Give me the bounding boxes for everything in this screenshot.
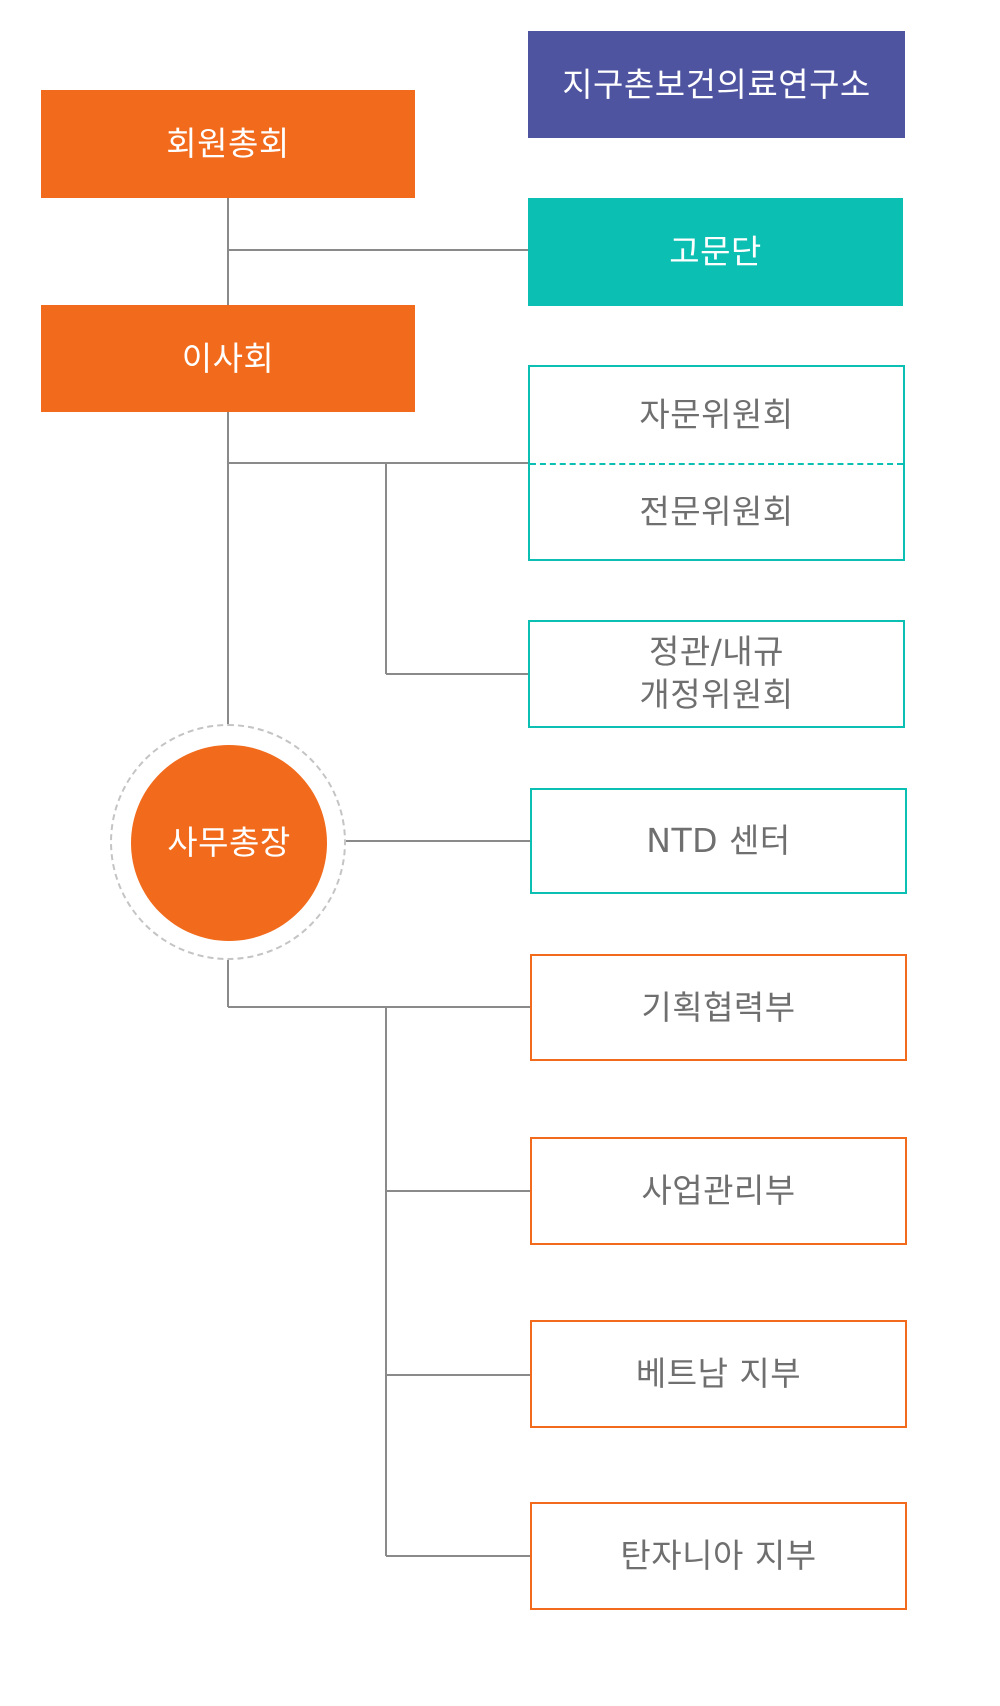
secretary-general-circle: 사무총장 <box>131 745 327 941</box>
general-assembly-label: 회원총회 <box>166 124 290 164</box>
ntd-center-box: NTD 센터 <box>530 788 907 894</box>
planning-dept-label: 기획협력부 <box>641 987 796 1027</box>
expert-committee-label: 전문위원회 <box>639 492 794 532</box>
research-institute-box: 지구촌보건의료연구소 <box>528 31 905 138</box>
vietnam-branch-box: 베트남 지부 <box>530 1320 907 1428</box>
ntd-center-label: NTD 센터 <box>646 821 791 861</box>
committees-box: 자문위원회 전문위원회 <box>528 365 905 561</box>
tanzania-branch-label: 탄자니아 지부 <box>620 1536 817 1576</box>
expert-committee-cell: 전문위원회 <box>530 465 903 559</box>
advisory-group-box: 고문단 <box>528 198 903 306</box>
bylaws-committee-label-line2: 개정위원회 <box>639 675 794 714</box>
bylaws-committee-box: 정관/내규 개정위원회 <box>528 620 905 728</box>
advisory-group-label: 고문단 <box>669 232 762 272</box>
secretary-general-label: 사무총장 <box>167 823 291 863</box>
project-dept-label: 사업관리부 <box>641 1171 796 1211</box>
advisory-committee-label: 자문위원회 <box>639 395 794 435</box>
tanzania-branch-box: 탄자니아 지부 <box>530 1502 907 1610</box>
advisory-committee-cell: 자문위원회 <box>530 367 903 463</box>
general-assembly-box: 회원총회 <box>41 90 415 198</box>
planning-dept-box: 기획협력부 <box>530 954 907 1061</box>
project-dept-box: 사업관리부 <box>530 1137 907 1245</box>
board-label: 이사회 <box>181 338 275 378</box>
bylaws-committee-label-line1: 정관/내규 <box>648 632 785 672</box>
research-institute-label: 지구촌보건의료연구소 <box>562 64 871 104</box>
vietnam-branch-label: 베트남 지부 <box>635 1354 802 1394</box>
board-box: 이사회 <box>41 305 415 412</box>
committee-divider <box>530 463 903 465</box>
